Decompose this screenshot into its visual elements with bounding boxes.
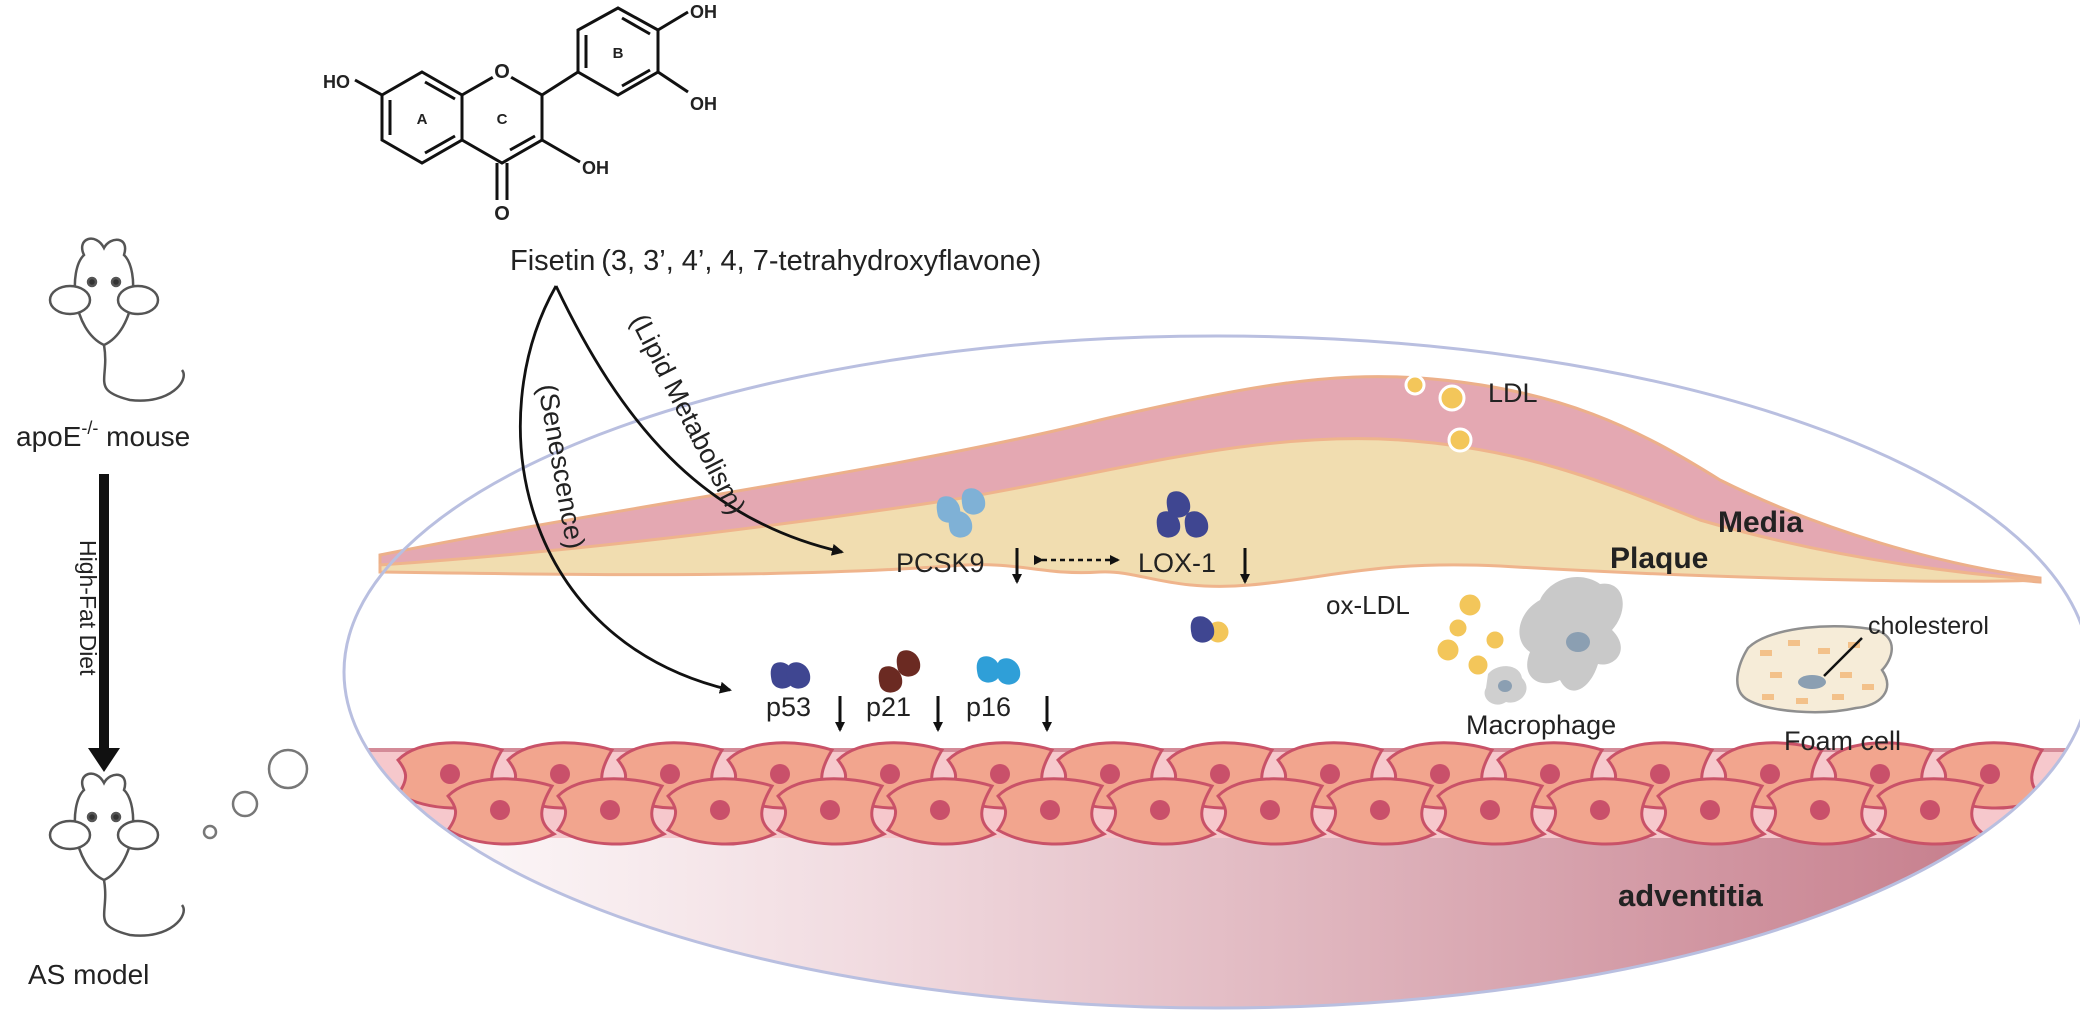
as-model-label: AS model	[28, 959, 149, 990]
pcsk9-label: PCSK9	[896, 548, 985, 578]
high-fat-diet-label: High-Fat Diet	[75, 540, 101, 676]
svg-text:C: C	[497, 111, 508, 128]
adventitia-label: adventitia	[1618, 878, 1763, 913]
plaque-layer	[378, 437, 2041, 588]
lox1-ldl-complex	[1190, 616, 1232, 646]
svg-text:OH: OH	[690, 2, 717, 22]
p53-molecules	[770, 662, 811, 689]
svg-text:HO: HO	[323, 72, 350, 92]
foam-cell-label: Foam cell	[1784, 726, 1901, 756]
svg-text:OH: OH	[582, 158, 609, 178]
svg-text:O: O	[494, 203, 510, 225]
apoe-mouse-label: apoE-/- mouse	[16, 418, 190, 452]
macrophage-label: Macrophage	[1466, 710, 1616, 740]
ox-ldl-particles	[1434, 591, 1507, 678]
foam-cell	[1736, 624, 1893, 714]
ldl-particles	[1404, 374, 1473, 453]
fisetin-name: Fisetin (3, 3’, 4’, 4, 7-tetrahydroxyfla…	[510, 245, 1041, 277]
vessel-outline	[342, 334, 2080, 1010]
thought-bubbles	[202, 748, 309, 840]
vessel-section: LDL Media Plaque PCSK9 LOX-1 ox-LDL	[342, 334, 2080, 1010]
fisetin-atom-labels: HO O O OH OH OH A C B	[323, 2, 717, 225]
ldl-label: LDL	[1488, 378, 1538, 408]
svg-text:O: O	[494, 61, 510, 83]
p21-label: p21	[866, 692, 911, 722]
smooth-muscle-cells	[396, 741, 2046, 846]
p16-label: p16	[966, 692, 1011, 722]
svg-text:B: B	[613, 45, 624, 62]
fisetin-structure	[354, 6, 689, 200]
lox1-label: LOX-1	[1138, 548, 1216, 578]
ox-ldl-label: ox-LDL	[1326, 590, 1410, 620]
as-model-mouse-icon	[48, 772, 185, 937]
p53-label: p53	[766, 692, 811, 722]
svg-text:OH: OH	[690, 94, 717, 114]
macrophage-cell	[1484, 577, 1623, 705]
lipid-metabolism-arrow	[554, 285, 844, 556]
senescence-arrow	[519, 285, 732, 694]
apoe-mouse-icon	[48, 237, 185, 402]
media-label: Media	[1718, 506, 1803, 539]
cholesterol-label: cholesterol	[1868, 612, 1989, 640]
plaque-label: Plaque	[1610, 542, 1708, 575]
svg-text:A: A	[417, 111, 428, 128]
